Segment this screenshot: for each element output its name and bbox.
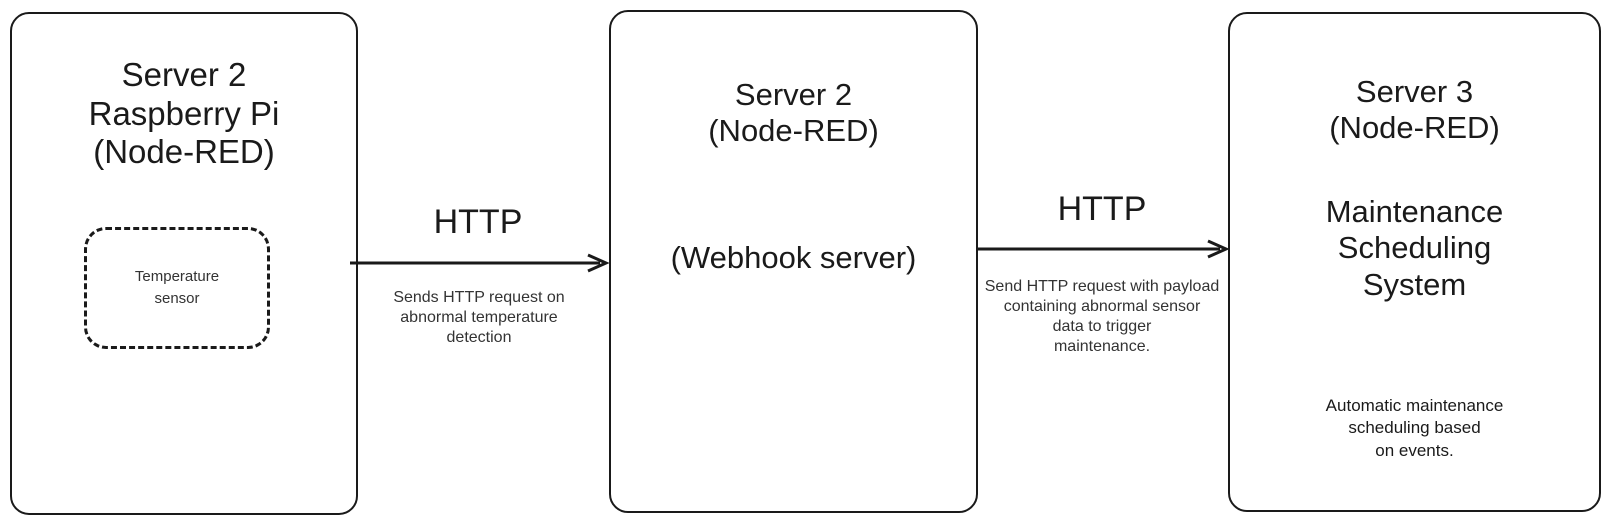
node-temperature-sensor[interactable]: Temperature sensor (84, 227, 270, 349)
edge-pi-to-webhook-protocol-label: HTTP (433, 203, 523, 241)
edge-webhook-to-maintenance-protocol-label: HTTP (1057, 190, 1147, 228)
node-server2-webhook-heading: Server 2 (Node-RED) (708, 77, 879, 149)
node-server2-raspberry-pi-heading: Server 2 Raspberry Pi (Node-RED) (88, 56, 280, 171)
node-server3-maintenance-heading: Server 3 (Node-RED) (1329, 74, 1500, 146)
edge-webhook-to-maintenance-arrow (978, 239, 1230, 259)
edge-pi-to-webhook-arrow (350, 253, 610, 273)
node-server3-maintenance-description: Automatic maintenance scheduling based o… (1325, 396, 1504, 460)
edge-webhook-to-maintenance-caption: Send HTTP request with payload containin… (984, 278, 1220, 355)
node-temperature-sensor-label: Temperature sensor (134, 268, 220, 307)
node-server2-raspberry-pi[interactable]: Server 2 Raspberry Pi (Node-RED) Tempera… (10, 12, 358, 515)
edge-pi-to-webhook-caption: Sends HTTP request on abnormal temperatu… (393, 289, 565, 346)
node-server2-webhook[interactable]: Server 2 (Node-RED) (Webhook server) (609, 10, 978, 513)
node-server3-maintenance-subheading: Maintenance Scheduling System (1325, 194, 1504, 302)
node-server2-webhook-subheading: (Webhook server) (670, 240, 917, 275)
node-server3-maintenance[interactable]: Server 3 (Node-RED) Maintenance Scheduli… (1228, 12, 1601, 512)
